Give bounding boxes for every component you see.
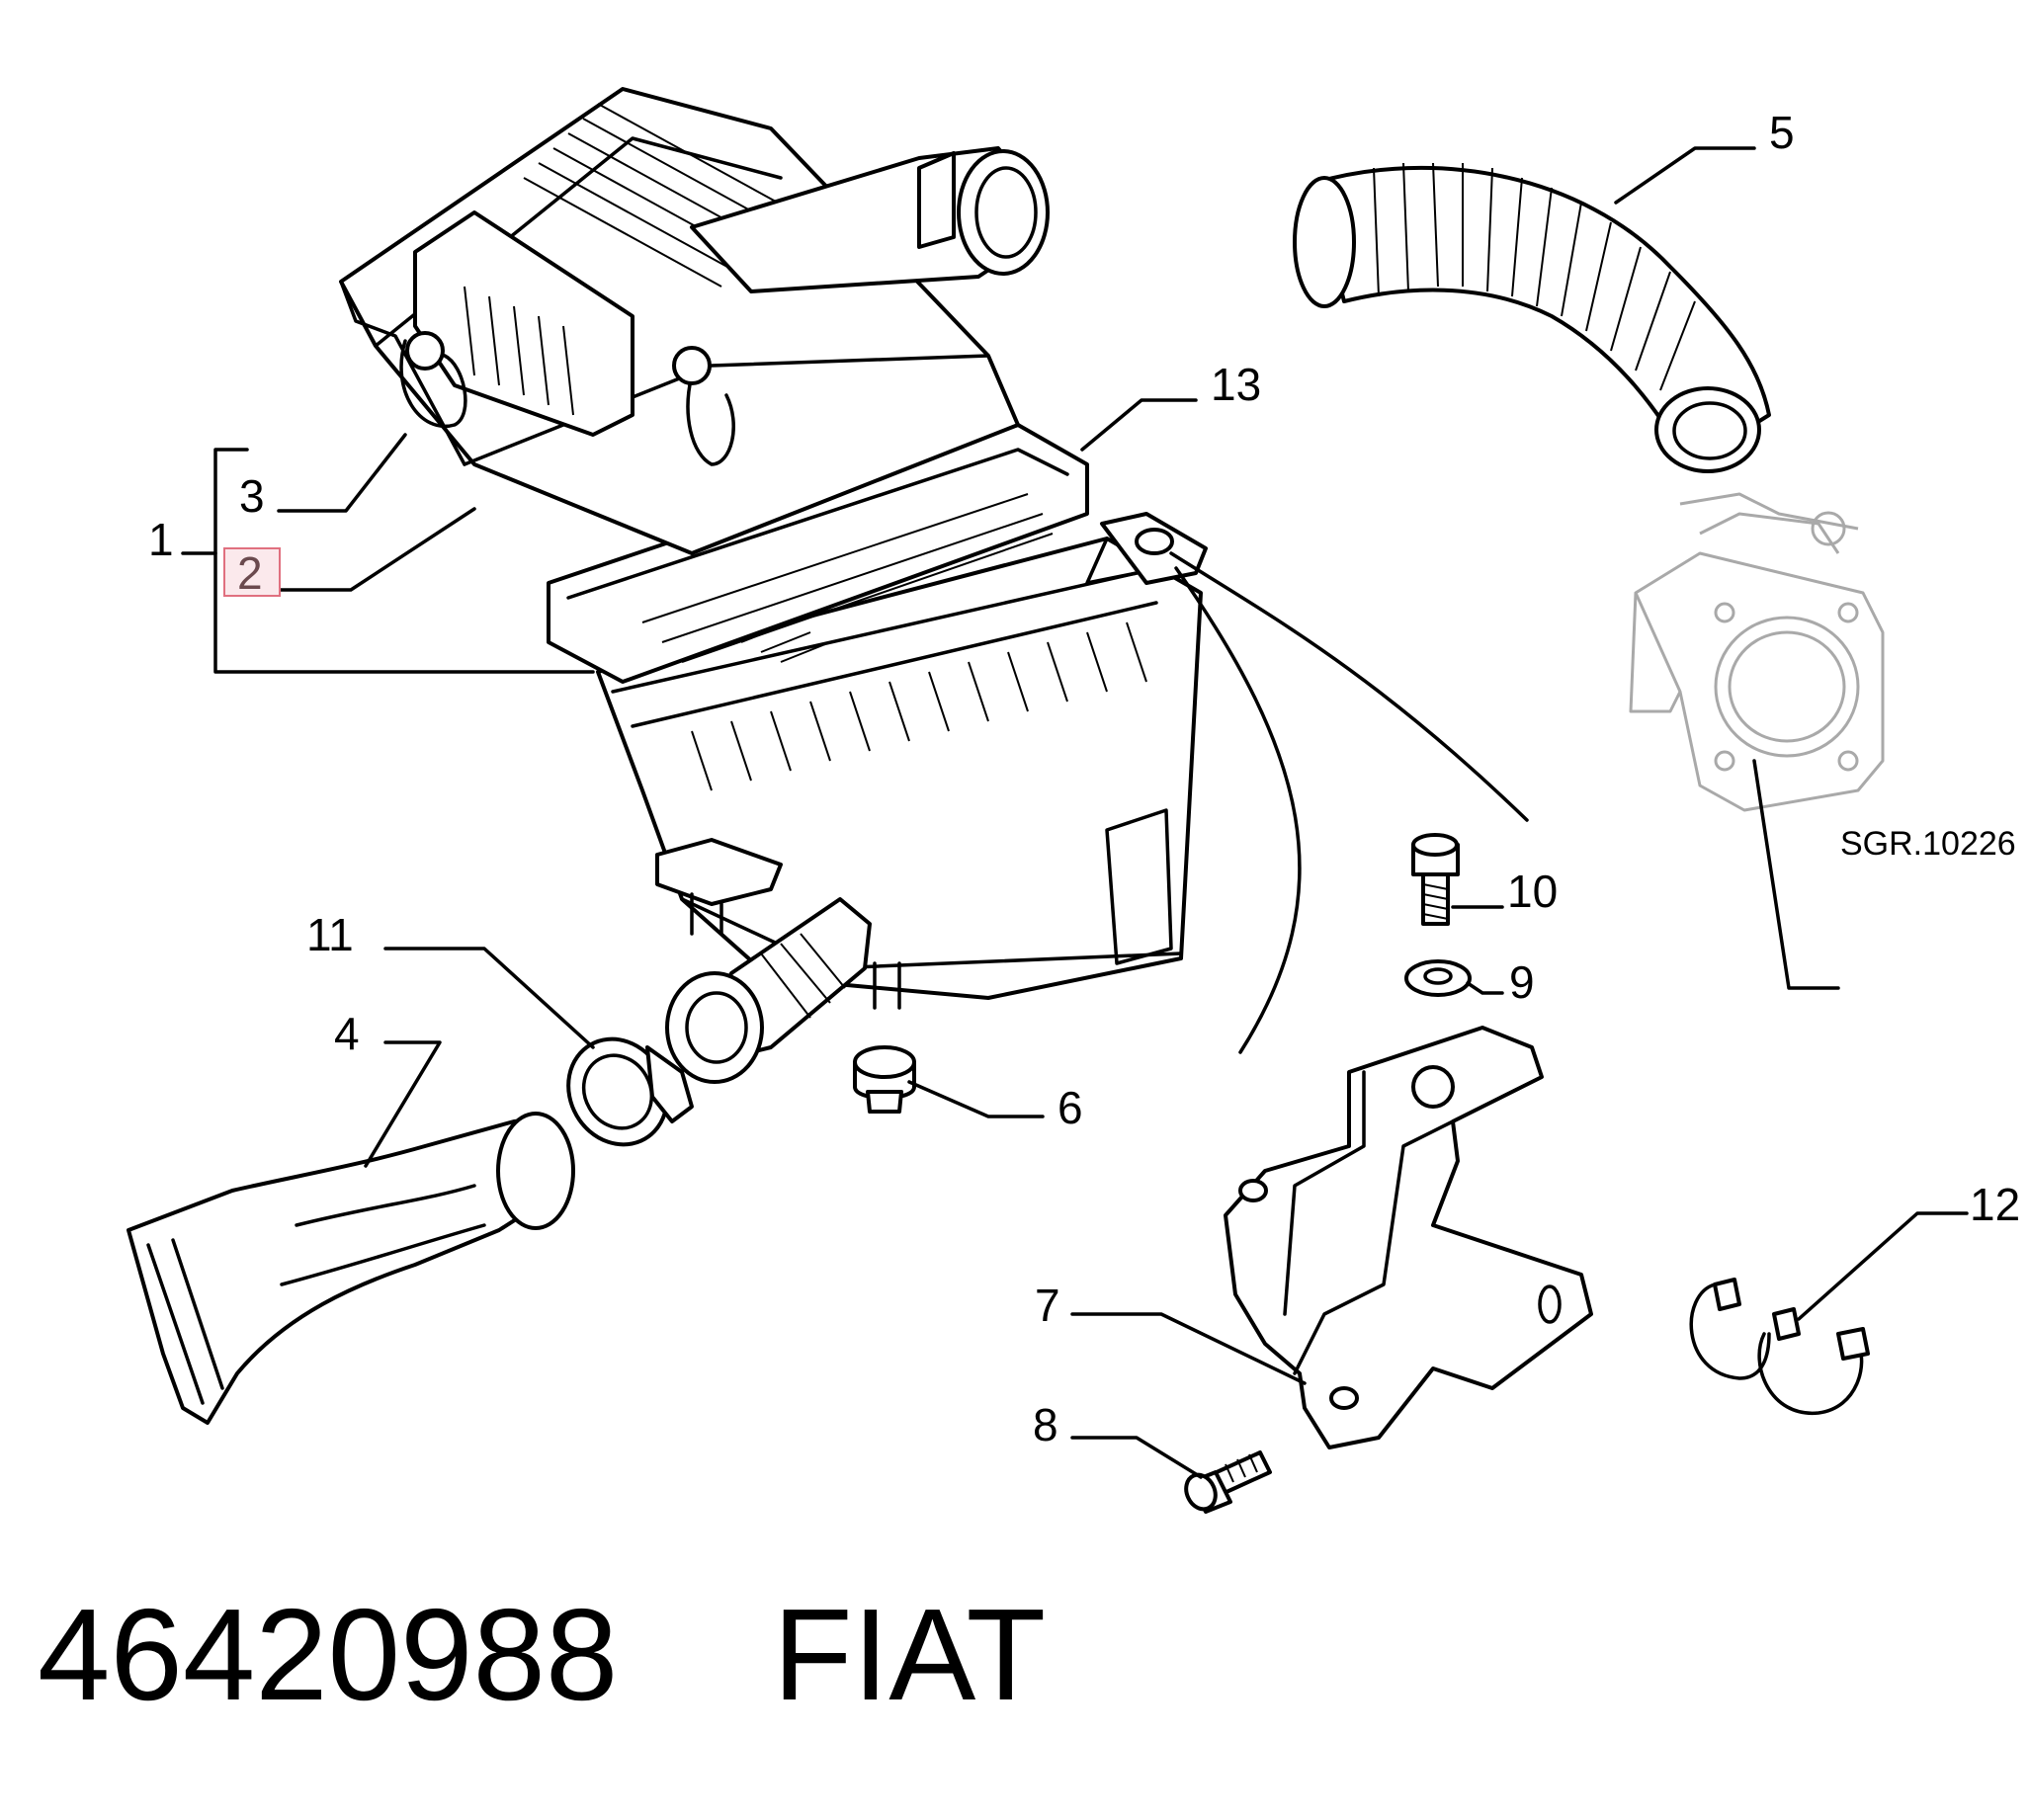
label-11: 11 [306, 909, 354, 960]
air-filter-housing [339, 87, 1208, 1084]
leader-lines [181, 146, 1969, 1479]
label-1: 1 [148, 514, 174, 565]
label-12: 12 [1970, 1179, 2020, 1230]
screw-8 [1184, 1450, 1272, 1514]
bolt-10 [1411, 833, 1460, 926]
callout-labels: 1 2 3 4 5 6 7 8 9 10 11 12 13 SGR.10226 [148, 107, 2020, 1450]
label-3: 3 [239, 470, 265, 522]
highlight-box [223, 547, 281, 597]
part-footer: 46420988 FIAT [38, 1586, 1046, 1724]
label-10: 10 [1507, 866, 1558, 917]
label-5: 5 [1769, 107, 1795, 158]
throttle-body-reference [1629, 492, 1885, 812]
label-7: 7 [1035, 1280, 1060, 1331]
label-9: 9 [1509, 956, 1535, 1008]
corrugated-hose-5 [1293, 162, 1771, 473]
double-clip-12 [1689, 1278, 1870, 1415]
label-6: 6 [1057, 1082, 1083, 1133]
part-number: 46420988 [38, 1582, 619, 1727]
inlet-duct-4 [127, 1112, 575, 1425]
label-8: 8 [1033, 1399, 1058, 1450]
label-2: 2 [237, 547, 263, 599]
washer-9 [1404, 959, 1472, 997]
mounting-bracket-7 [1224, 1026, 1593, 1449]
brand-name: FIAT [772, 1582, 1047, 1727]
hose-clamp-11 [566, 1036, 694, 1147]
rubber-grommet-6 [853, 1045, 916, 1114]
label-4: 4 [334, 1008, 360, 1059]
label-13: 13 [1211, 359, 1261, 410]
label-sgr-reference: SGR.10226 [1840, 825, 2016, 863]
